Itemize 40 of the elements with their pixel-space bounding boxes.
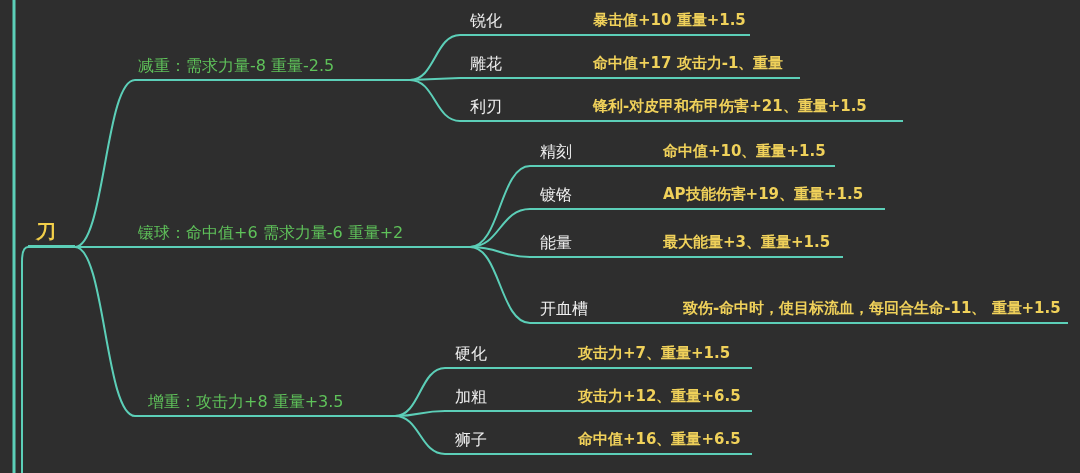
attribute-text: 锋利-对皮甲和布甲伤害+21、重量+1.5: [585, 96, 903, 122]
connector-line: [574, 120, 586, 122]
subtopic: 能量: [530, 232, 645, 258]
attribute-text: 命中值+17 攻击力-1、重量: [585, 53, 800, 79]
subtopic: 利刃: [460, 96, 575, 122]
connector-line: [574, 34, 586, 36]
root-topic: 刀: [28, 216, 75, 248]
attribute-text: 攻击力+7、重量+1.5: [570, 343, 752, 369]
connector-line: [644, 208, 656, 210]
connector-line: [74, 246, 136, 417]
connector-line: [559, 453, 571, 455]
subtopic: 硬化: [445, 343, 560, 369]
connector-line: [21, 246, 29, 473]
connector-line: [394, 415, 446, 455]
connector-line: [644, 322, 656, 324]
connector-line: [469, 246, 531, 324]
connector-line: [574, 77, 586, 79]
attribute-text: AP技能伤害+19、重量+1.5: [655, 184, 885, 210]
connector-line: [644, 256, 656, 258]
attribute-text: 暴击值+10 重量+1.5: [585, 10, 750, 36]
branch-topic: 镶球：命中值+6 需求力量-6 重量+2: [135, 222, 470, 248]
attribute-text: 致伤-命中时，使目标流血，每回合生命-11、 重量+1.5: [655, 274, 1068, 324]
connector-line: [559, 410, 571, 412]
connector-line: [74, 79, 136, 248]
connector-line: [409, 79, 461, 122]
attribute-text: 攻击力+12、重量+6.5: [570, 386, 752, 412]
attribute-text: 最大能量+3、重量+1.5: [655, 232, 843, 258]
subtopic: 锐化: [460, 10, 575, 36]
branch-topic: 增重：攻击力+8 重量+3.5: [135, 391, 395, 417]
subtopic: 狮子: [445, 429, 560, 455]
branch-topic: 减重：需求力量-8 重量-2.5: [135, 55, 410, 81]
connector-line: [559, 367, 571, 369]
subtopic: 雕花: [460, 53, 575, 79]
subtopic: 开血槽: [530, 298, 645, 324]
subtopic: 镀铬: [530, 184, 645, 210]
subtopic: 精刻: [530, 141, 645, 167]
attribute-text: 命中值+10、重量+1.5: [655, 141, 835, 167]
subtopic: 加粗: [445, 386, 560, 412]
connector-line: [644, 165, 656, 167]
attribute-text: 命中值+16、重量+6.5: [570, 429, 752, 455]
